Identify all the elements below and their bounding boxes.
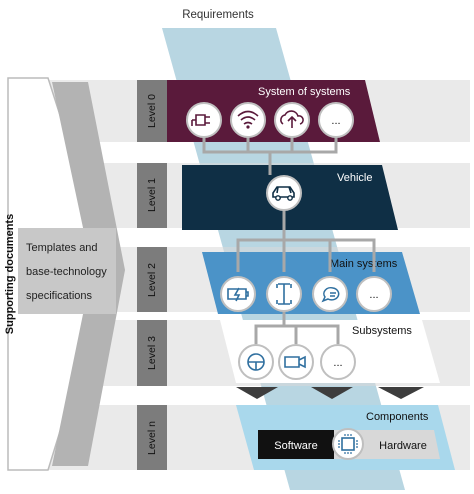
car-icon — [266, 175, 302, 211]
down-arrows — [236, 387, 424, 399]
requirements-label: Requirements — [182, 9, 254, 21]
wifi-icon — [230, 102, 266, 138]
down-arrow-3 — [378, 387, 424, 399]
level-1-title: Vehicle — [337, 172, 372, 184]
level-2-more-label: ... — [369, 289, 378, 301]
supporting-documents-label: Supporting documents — [4, 214, 16, 334]
level-n-tag: Level n — [146, 421, 158, 455]
level-n-title: Components — [366, 411, 429, 423]
steering-wheel-icon — [238, 344, 274, 380]
cloud-upload-icon — [274, 102, 310, 138]
level-2-tag: Level 2 — [146, 263, 158, 297]
battery-bolt-icon — [220, 276, 256, 312]
more-icon: ... — [320, 344, 356, 380]
connector-lines — [202, 136, 376, 344]
level-tags — [137, 80, 167, 470]
level-0-tag: Level 0 — [146, 94, 158, 128]
level-3-tag: Level 3 — [146, 336, 158, 370]
level-3-title: Subsystems — [352, 325, 412, 337]
hardware-label: Hardware — [379, 440, 427, 452]
software-label: Software — [274, 440, 317, 452]
templates-box — [18, 228, 116, 314]
more-icon: ... — [318, 102, 354, 138]
camera-icon — [278, 344, 314, 380]
level-2-title: Main systems — [330, 258, 398, 270]
plug-icon — [186, 102, 222, 138]
level-0-title: System of systems — [258, 86, 351, 98]
level-0-more-label: ... — [331, 115, 340, 127]
templates-line-3: specifications — [26, 290, 93, 302]
chat-bubble-icon — [312, 276, 348, 312]
templates-line-2: base-technology — [26, 266, 107, 278]
level-3-more-label: ... — [333, 357, 342, 369]
chip-icon — [332, 428, 364, 460]
chassis-icon — [266, 276, 302, 312]
down-arrow-2 — [311, 387, 353, 399]
down-arrow-1 — [236, 387, 278, 399]
templates-line-1: Templates and — [26, 242, 98, 254]
level-1-tag: Level 1 — [146, 178, 158, 212]
software-box — [258, 430, 334, 459]
more-icon: ... — [356, 276, 392, 312]
